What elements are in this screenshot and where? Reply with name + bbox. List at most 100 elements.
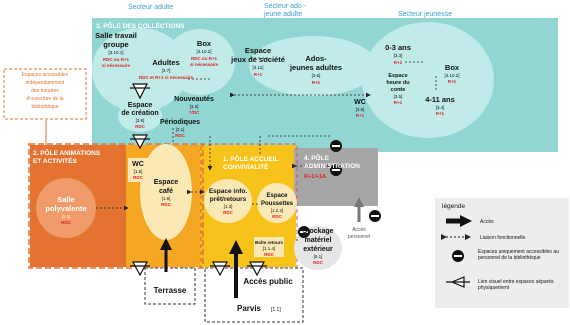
room-salle-travail-1: Salle travail bbox=[95, 31, 137, 40]
minus-circle-icon-bar bbox=[454, 255, 462, 257]
note-line-5: bibliothèque bbox=[32, 104, 59, 110]
room-cafe-code: [1.6] bbox=[162, 196, 171, 201]
room-creation-1: Espace bbox=[128, 102, 153, 109]
legend-item-access: Accès bbox=[480, 219, 494, 225]
teen-zone-ellipse bbox=[249, 36, 377, 96]
room-salle-travail-code: [3.10.1] bbox=[108, 50, 123, 55]
room-salle-travail-floor-1: RDC ou R+1 bbox=[103, 57, 130, 62]
room-periodiques-code: [3.1] bbox=[176, 127, 185, 132]
thick-arrow-icon-head bbox=[460, 215, 472, 227]
pole-1-title-2: CONVIVIALITÉ bbox=[223, 162, 269, 171]
legend-item-link: Liaison fonctionnelle bbox=[480, 235, 526, 241]
room-adultes-code: [3.7] bbox=[162, 68, 171, 73]
room-wc-anim-code: [1.5] bbox=[134, 169, 143, 174]
legend-item-visual-wrap: Lien visuel entre espaces séparés physiq… bbox=[478, 279, 554, 291]
creation-ellipse bbox=[118, 100, 162, 132]
minus-circle-icon-bar bbox=[332, 145, 340, 147]
room-box-youth-code: [3.10.2] bbox=[444, 73, 459, 78]
room-nouveautes-code: [3.2] bbox=[190, 104, 199, 109]
room-ados-1: Ados- bbox=[305, 54, 327, 63]
access-arrow-personnel-head bbox=[354, 197, 364, 207]
wc-anim-box bbox=[128, 158, 148, 182]
terrasse-label: Terrasse bbox=[154, 286, 187, 295]
room-4-11-code: [3.4] bbox=[436, 105, 445, 110]
room-stockage-1: Stockage bbox=[302, 228, 333, 235]
room-wc-collections: WC bbox=[354, 99, 366, 106]
room-poussettes-floor: RDC bbox=[272, 214, 282, 219]
room-info-2: prêt/retours bbox=[210, 196, 247, 203]
room-jeux-code: [3.11] bbox=[253, 65, 264, 70]
terrasse-box bbox=[144, 267, 196, 305]
visual-link-icon bbox=[211, 261, 229, 277]
pole-3-title: 3. PÔLE DES COLLECTIONS bbox=[96, 21, 185, 30]
room-4-11-floor: R+1 bbox=[436, 111, 445, 116]
room-info-1: Espace info. bbox=[209, 188, 247, 195]
room-salle-poly-2: polyvalente bbox=[45, 204, 86, 213]
room-creation-2: de création bbox=[121, 110, 158, 117]
pole-administration-area bbox=[294, 148, 378, 206]
legend-title: légende bbox=[442, 203, 466, 210]
room-conte-code: [3.5] bbox=[394, 94, 403, 99]
room-conte-3: conte bbox=[391, 87, 406, 93]
room-boite-retours: Boîte retours bbox=[255, 240, 284, 245]
room-0-3-code: [3.3] bbox=[394, 53, 403, 58]
room-salle-poly-code: [2.1] bbox=[62, 214, 71, 219]
access-arrow-public-head bbox=[229, 240, 243, 254]
room-boite-retours-floor: RDC bbox=[264, 252, 274, 257]
parvis-box bbox=[204, 267, 304, 323]
room-wc-anim: WC bbox=[132, 161, 144, 168]
room-adultes: Adultes bbox=[152, 58, 180, 67]
room-box-adult-floor-1: RDC ou R+1 bbox=[191, 56, 218, 61]
legend-item-visual: Lien visuel entre espaces séparés physiq… bbox=[478, 279, 554, 291]
room-stockage-code: [5.1] bbox=[314, 254, 323, 259]
room-box-adult-floor-2: si nécessaire bbox=[190, 62, 219, 67]
boite-retours-box bbox=[254, 237, 284, 257]
room-wc-collections-floor: R+1 bbox=[356, 113, 365, 118]
adult-zone-ellipse bbox=[92, 28, 188, 112]
room-wc-collections-code: [3.9] bbox=[356, 107, 365, 112]
room-periodiques: Périodiques bbox=[160, 119, 200, 126]
room-salle-travail-2: groupe bbox=[103, 40, 128, 49]
visual-link-icon bbox=[131, 134, 149, 150]
room-cafe-1: Espace bbox=[154, 179, 179, 186]
visual-link-icon bbox=[248, 261, 266, 277]
legend-item-staff-wrap: Espaces uniquement accessibles au person… bbox=[478, 249, 559, 261]
pole-4-title-1: 4. PÔLE bbox=[304, 153, 330, 162]
acces-personnel-2: personnel bbox=[348, 234, 370, 240]
room-conte-floor: R+1 bbox=[394, 100, 403, 105]
pole-1-title-1: 1. PÔLE ACCUEIL bbox=[223, 154, 278, 163]
minus-circle-icon-bar bbox=[332, 169, 340, 171]
salle-polyvalente-circle bbox=[36, 178, 96, 238]
access-arrow-terrasse-head bbox=[160, 238, 172, 250]
room-0-3: 0-3 ans bbox=[385, 43, 411, 52]
room-salle-poly-1: Salle bbox=[57, 195, 75, 204]
room-poussettes-1: Espace bbox=[266, 193, 288, 199]
independent-access-frame bbox=[28, 143, 204, 269]
room-poussettes-2: Poussettes bbox=[261, 201, 294, 207]
room-conte-1: Espace bbox=[388, 73, 407, 79]
room-wc-anim-floor: RDC bbox=[133, 175, 143, 180]
room-ados-2: jeunes adultes bbox=[289, 63, 342, 72]
room-conte-2: heure du bbox=[386, 80, 409, 86]
room-creation-floor: RDC bbox=[135, 124, 145, 129]
header-teen-2: jeune adulte bbox=[263, 11, 302, 18]
parvis-label: Parvis bbox=[237, 304, 262, 313]
room-jeux-1: Espace bbox=[245, 46, 271, 55]
header-adult: Secteur adulte bbox=[128, 4, 173, 11]
room-stockage-3: extérieur bbox=[303, 246, 333, 253]
info-ellipse bbox=[204, 179, 252, 223]
cafe-ellipse bbox=[140, 144, 192, 240]
room-salle-poly-floor: RDC bbox=[61, 220, 71, 225]
note-line-4: d'ouverture de la bbox=[26, 96, 63, 102]
header-teen-1: Secteur ado - bbox=[264, 3, 307, 10]
minus-circle-icon-bar bbox=[371, 215, 379, 217]
room-jeux-2: jeux de société bbox=[230, 55, 285, 64]
room-poussettes-code: [1.2.2] bbox=[271, 208, 284, 213]
pole-4-floor: R+1/+1A bbox=[304, 174, 326, 180]
note-box bbox=[3, 68, 87, 120]
note-line-3: des horaires bbox=[31, 88, 59, 94]
room-cafe-floor: RDC bbox=[161, 202, 171, 207]
room-jeux-floor: R+1 bbox=[254, 72, 263, 77]
room-ados-code: [3.6] bbox=[312, 73, 321, 78]
